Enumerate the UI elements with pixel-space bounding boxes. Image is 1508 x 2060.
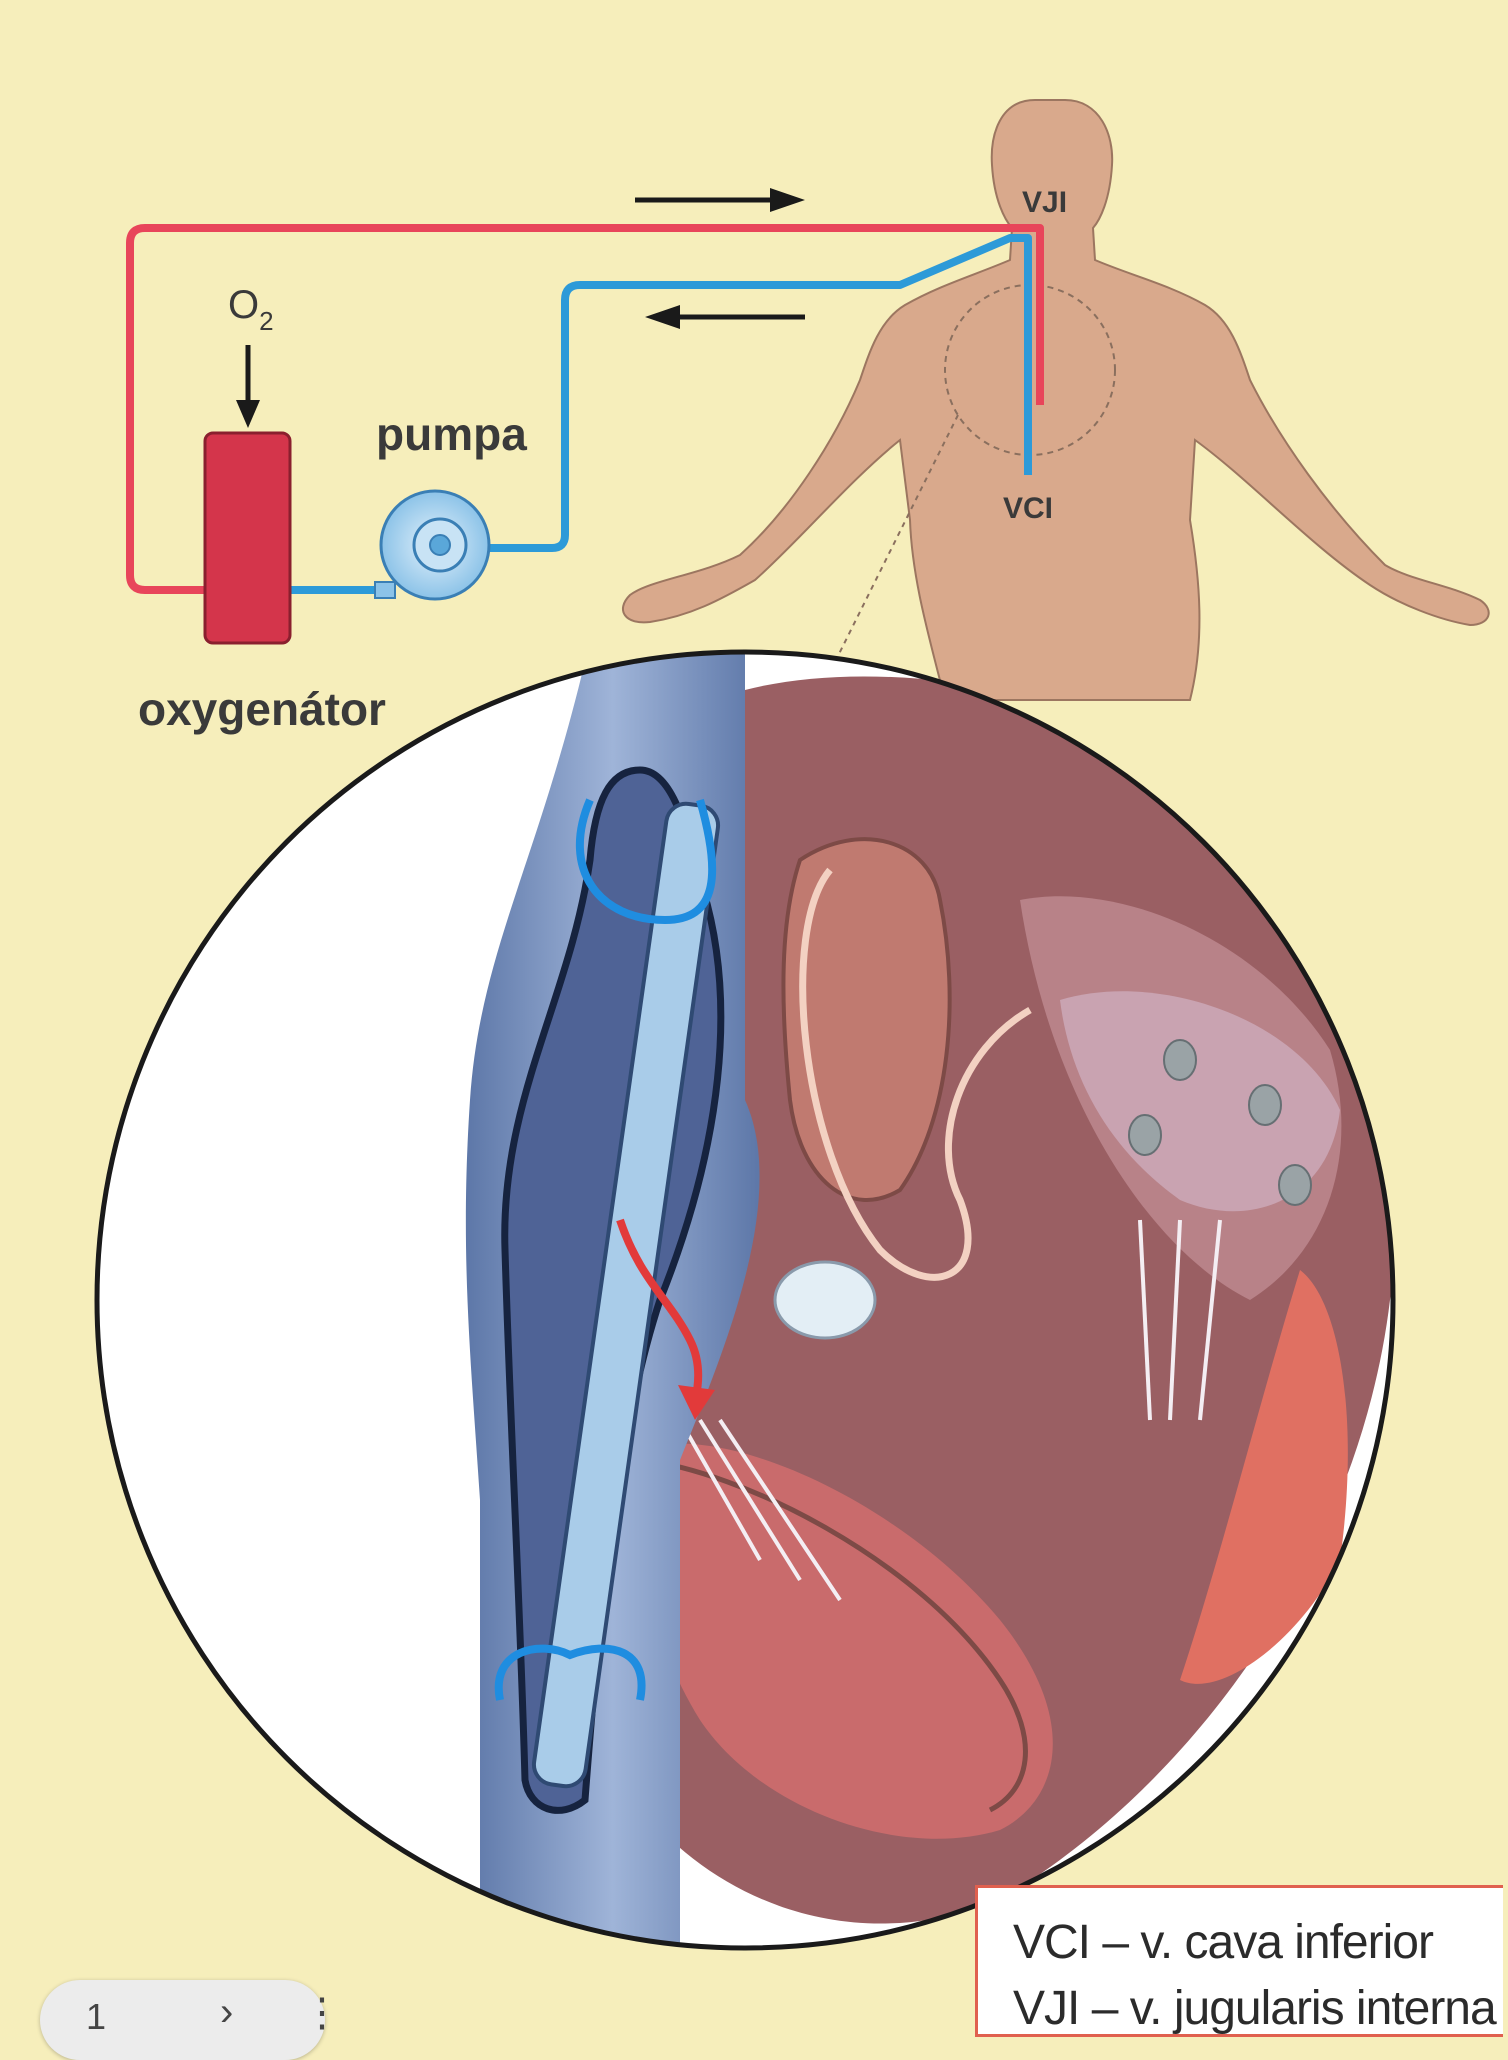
vji-label: VJI xyxy=(1022,186,1067,219)
deoxygenated-tube xyxy=(440,234,1032,552)
pump-label: pumpa xyxy=(376,408,527,460)
oxygenated-tube xyxy=(126,224,1044,594)
o2-label: O2 xyxy=(228,283,274,336)
magnified-view xyxy=(94,649,1396,1951)
next-page-button[interactable]: › xyxy=(220,1990,234,2034)
o2-arrow xyxy=(236,345,260,428)
cannula-tube xyxy=(531,801,721,1789)
human-figure xyxy=(621,99,1490,701)
flow-arrow-left xyxy=(645,305,805,329)
oxygenator-unit xyxy=(203,431,292,645)
page-pager: 1 › ⋮ xyxy=(40,1980,342,2060)
human-silhouette xyxy=(621,99,1490,701)
drainage-flow-arrow-bottom xyxy=(494,1644,646,1701)
legend-box: VCI – v. cava inferior VJI – v. jugulari… xyxy=(975,1885,1503,2037)
legend-vji: VJI – v. jugularis interna xyxy=(1013,1982,1497,2035)
vci-label: VCI xyxy=(1003,492,1053,525)
drainage-flow-arrow-top xyxy=(576,798,717,925)
more-options-icon[interactable]: ⋮ xyxy=(302,1991,342,2035)
legend-vci: VCI – v. cava inferior xyxy=(1013,1916,1434,1969)
page-number: 1 xyxy=(86,1996,107,2037)
flow-arrow-right xyxy=(635,188,805,212)
pump-unit xyxy=(374,489,491,601)
oxygenator-label: oxygenátor xyxy=(138,683,386,735)
return-flow-arrow xyxy=(616,1218,703,1401)
magnified-view-border xyxy=(94,649,1396,1951)
